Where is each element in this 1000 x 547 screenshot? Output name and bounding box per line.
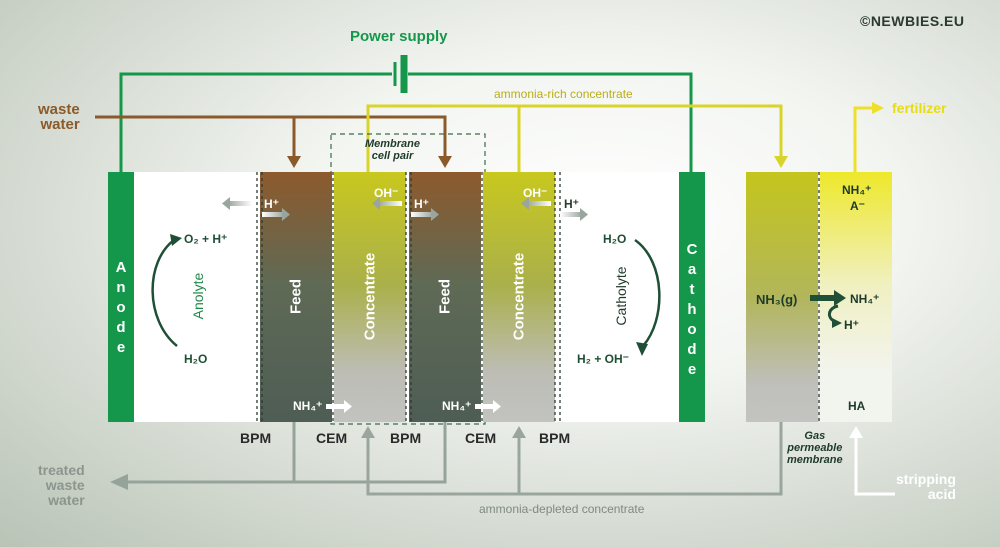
cathode-letter: a: [687, 261, 697, 278]
h-arrows: [262, 208, 588, 221]
waste-water-line-1: waste: [38, 101, 80, 118]
cathode-label: C a t h o d e: [679, 240, 705, 380]
bpm-label-1: BPM: [240, 430, 272, 446]
cathode-letter: d: [687, 341, 697, 358]
power-supply-label: Power supply: [350, 28, 448, 45]
stripping-line-2: acid: [927, 486, 956, 502]
cathode-letter: e: [687, 361, 697, 378]
anode-label: A n o d e: [108, 258, 134, 358]
oh-label-1: OH⁻: [226, 186, 251, 200]
treated-water-lines: [110, 422, 447, 490]
anode-letter: o: [116, 299, 126, 316]
stripping-compartment: [746, 172, 818, 422]
copyright-label: ©NEWBIES.EU: [860, 13, 965, 29]
treated-line-1: treated: [38, 462, 85, 478]
oh-arrows: [222, 197, 551, 210]
a-label: A⁻: [850, 199, 865, 213]
bpm-label-2: BPM: [390, 430, 422, 446]
waste-water-line-2: water: [40, 116, 80, 133]
cathode-electrode: [679, 172, 705, 422]
ammonia-rich-label: ammonia-rich concentrate: [494, 87, 633, 101]
catholyte-label: Catholyte: [613, 266, 629, 326]
feed-label-2: Feed: [436, 279, 454, 315]
anode-letter: A: [115, 259, 127, 276]
nh4-top-label: NH₄⁺: [842, 183, 872, 197]
gas-membrane-line-1: Gas: [804, 430, 826, 442]
anode-electrode: [108, 172, 134, 422]
h2o-cathode-label: H₂O: [603, 232, 627, 246]
ammonia-rich-lines: [366, 104, 788, 172]
waste-water-label: waste water: [38, 102, 80, 132]
ammonia-depleted-label: ammonia-depleted concentrate: [479, 502, 645, 516]
nh4-label-2: NH₄⁺: [442, 399, 472, 413]
concentrate-label-2: Concentrate: [510, 252, 528, 341]
anode-letter: d: [116, 319, 126, 336]
membrane-cell-pair-label: Membrane cell pair: [365, 138, 420, 162]
gas-membrane-line-3: membrane: [787, 454, 843, 466]
h-label-2: H⁺: [414, 197, 429, 211]
cem-label-2: CEM: [465, 430, 497, 446]
ammonia-depleted-lines: [361, 422, 783, 496]
stripping-line-1: stripping: [896, 471, 956, 487]
h2o-anode-label: H₂O: [184, 352, 208, 366]
nh3-transfer-arrow: [810, 290, 846, 328]
stripping-acid-line: [849, 426, 895, 496]
power-circuit: [119, 55, 693, 172]
h2-oh-label: H₂ + OH⁻: [577, 352, 630, 366]
anode-letter: e: [116, 339, 126, 356]
nh4-acid-label: NH₄⁺: [850, 292, 880, 306]
cathode-letter: h: [687, 301, 697, 318]
fertilizer-line: [853, 102, 884, 172]
cathode-letter: t: [689, 281, 695, 298]
membrane-cell-pair-line-2: cell pair: [371, 150, 414, 162]
fertilizer-label: fertilizer: [892, 100, 947, 116]
treated-line-3: water: [48, 492, 85, 508]
h-label-1: H⁺: [264, 197, 279, 211]
oh-label-2: OH⁻: [374, 186, 399, 200]
nh3g-label: NH₃(g): [756, 292, 798, 307]
treated-line-2: waste: [45, 477, 85, 493]
nh4-arrows: [326, 400, 501, 413]
membrane-cell-pair-line-1: Membrane: [365, 138, 421, 150]
catholyte-loop: [634, 238, 661, 356]
ha-label: HA: [848, 399, 866, 413]
gas-membrane-label: Gas permeable membrane: [787, 430, 843, 466]
gas-membrane-line-2: permeable: [787, 442, 843, 454]
anolyte-loop: [151, 234, 182, 347]
stripping-acid-label: stripping acid: [896, 472, 956, 502]
o2-h-label: O₂ + H⁺: [184, 232, 228, 246]
concentrate-label-1: Concentrate: [361, 252, 379, 341]
nh4-label-1: NH₄⁺: [293, 399, 323, 413]
anode-letter: n: [116, 279, 126, 296]
concentrate-compartment-1: [334, 172, 406, 422]
oh-label-3: OH⁻: [523, 186, 548, 200]
h-acid-label: H⁺: [844, 318, 859, 332]
feed-label-1: Feed: [287, 279, 305, 315]
h-label-3: H⁺: [564, 197, 579, 211]
anolyte-label: Anolyte: [190, 272, 206, 320]
cathode-letter: o: [687, 321, 697, 338]
treated-water-label: treated waste water: [38, 463, 85, 508]
cathode-letter: C: [686, 241, 698, 258]
bpm-label-3: BPM: [539, 430, 571, 446]
cem-label-1: CEM: [316, 430, 348, 446]
waste-water-lines: [95, 115, 452, 168]
concentrate-compartment-2: [483, 172, 555, 422]
stack-background: [108, 172, 705, 422]
